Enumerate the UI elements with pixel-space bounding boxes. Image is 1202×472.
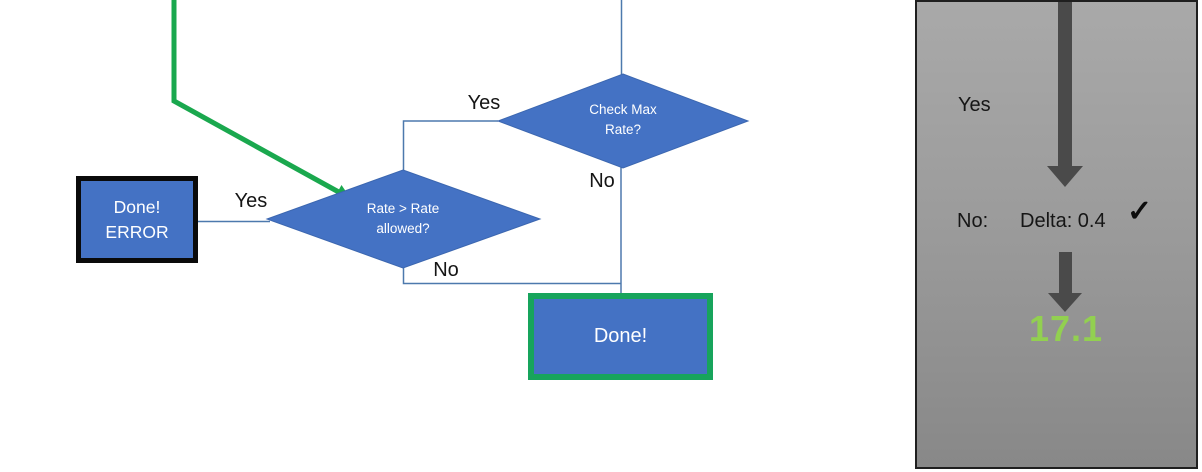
connector-no-to-done-box — [402, 267, 621, 285]
panel-yes-label: Yes — [958, 94, 991, 116]
panel-delta-value: Delta: 0.4 — [1020, 210, 1106, 232]
connector-yes-branch — [402, 120, 498, 171]
done-error-box: Done! ERROR — [76, 176, 198, 263]
branch-label-yes-left: Yes — [234, 190, 268, 212]
decision-rate-allowed — [265, 169, 542, 269]
panel-no-label: No: — [957, 210, 989, 232]
decision-check-max-rate-label: Check Max Rate? — [589, 102, 657, 137]
down-arrow-1-head-icon — [1047, 166, 1083, 187]
branch-label-no-bottom: No — [433, 259, 459, 281]
green-arrow-line — [171, 0, 347, 198]
branch-label-no-top: No — [589, 170, 615, 192]
done-box: Done! — [528, 293, 713, 380]
result-value: 17.1 — [1028, 308, 1104, 349]
decision-check-max-rate — [496, 73, 750, 169]
check-icon: ✓ — [1127, 195, 1153, 228]
down-arrow-2-head-icon — [1048, 293, 1082, 312]
branch-label-yes-top: Yes — [467, 92, 501, 114]
down-arrow-2-icon — [1059, 252, 1072, 293]
decision-rate-allowed-label: Rate > Rate allowed? — [366, 201, 440, 236]
down-arrow-1-icon — [1058, 2, 1072, 166]
side-panel: Yes No: Delta: 0.4 ✓ 17.1 — [915, 0, 1198, 469]
